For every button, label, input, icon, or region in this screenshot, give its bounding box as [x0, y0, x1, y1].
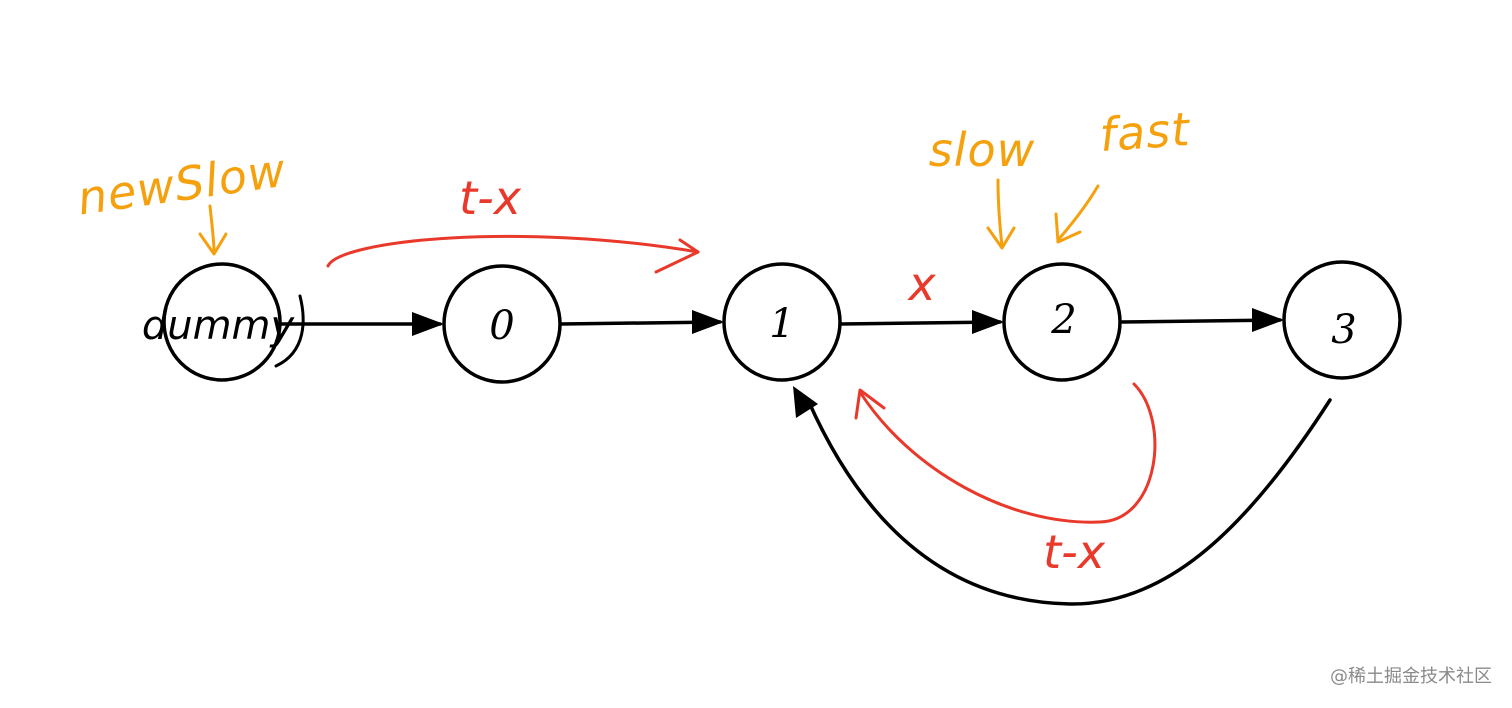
pointer-fast-label: fast — [1098, 102, 1193, 162]
edge-3-to-1-arrowhead — [793, 386, 818, 418]
dummy-y-tail — [274, 294, 305, 368]
watermark: @稀土掘金技术社区 — [1330, 666, 1492, 687]
edge-dummy-to-0-arrowhead — [412, 312, 444, 336]
node-2-label: 2 — [1050, 297, 1076, 343]
edges — [280, 308, 1332, 606]
node-dummy-label: dummy — [142, 303, 296, 349]
top-arc-arrow — [326, 234, 700, 268]
pointer-slow-label: slow — [929, 123, 1036, 177]
node-1: 1 — [722, 262, 842, 382]
red-annotations: t-x x t-x — [326, 171, 1157, 579]
nodes: dummy 0 1 2 3 — [142, 260, 1402, 384]
node-dummy: dummy — [142, 262, 305, 382]
node-2: 2 — [1002, 262, 1122, 382]
pointer-fast-arrow — [1054, 184, 1100, 244]
pointer-newslow-label: newSlow — [74, 143, 289, 226]
edge-0-to-1-arrowhead — [692, 310, 724, 334]
edge-3-to-1-cycle — [806, 398, 1332, 606]
node-0: 0 — [442, 264, 562, 384]
node-1-label: 1 — [769, 301, 794, 347]
bottom-arc-arrowhead — [854, 388, 886, 420]
top-arc-arrowhead — [654, 238, 700, 274]
edge-2-to-3-arrowhead — [1252, 308, 1284, 332]
node-3-label: 3 — [1331, 307, 1356, 353]
edge-1-to-2-arrowhead — [972, 310, 1004, 334]
top-arc-label: t-x — [459, 171, 522, 225]
node-3: 3 — [1282, 260, 1402, 380]
pointers: newSlow slow fast — [74, 102, 1193, 256]
pointer-slow-arrow — [986, 178, 1016, 250]
middle-x-label: x — [906, 257, 936, 311]
bottom-arc-label: t-x — [1043, 525, 1106, 579]
bottom-arc-arrow — [858, 382, 1157, 524]
node-0-label: 0 — [489, 303, 514, 349]
pointer-newslow-arrow — [198, 204, 228, 256]
